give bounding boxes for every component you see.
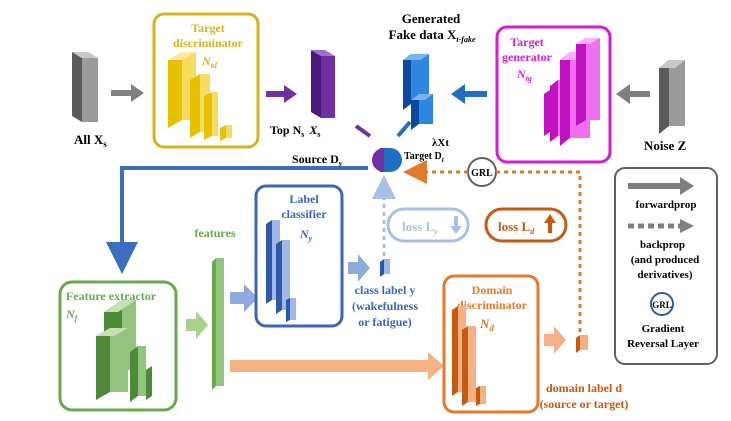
- top-ns-block: [311, 50, 335, 118]
- grl-top-label: GRL: [471, 168, 493, 179]
- loss-ld-up-icon: [544, 214, 556, 233]
- lambda-xt-label: λXt: [432, 137, 449, 149]
- class-label-cube: [380, 259, 390, 277]
- arrow-noise-to-tg: [616, 84, 650, 104]
- legend-forward-arrow: [628, 177, 694, 195]
- label-classifier-layers: [266, 220, 296, 322]
- target-generator-symbol: Ntg: [516, 67, 532, 83]
- arrow-tg-to-generated: [451, 84, 487, 104]
- target-discriminator-symbol: Ntd: [201, 54, 218, 70]
- generated-label-1: Generated: [402, 11, 461, 26]
- target-generator-layers: [544, 38, 600, 146]
- all-xs-label: All Xs: [74, 132, 107, 149]
- domain-discriminator-title-1: Domain: [472, 283, 513, 297]
- backprop-domain-path: [496, 170, 582, 340]
- loss-ly-box: [386, 207, 470, 243]
- target-discriminator-layers: [168, 52, 232, 141]
- legend-backprop-3: derivatives): [638, 269, 693, 281]
- domain-discriminator-symbol: Nd: [479, 316, 494, 333]
- arrow-td-to-topns: [266, 85, 297, 103]
- feature-extractor-symbol: Nf: [65, 307, 79, 323]
- domain-label-cube: [576, 335, 588, 353]
- target-dt-label: Target Dt: [404, 151, 445, 164]
- arrow-features-to-dd: [230, 352, 444, 380]
- connector-topns: [354, 124, 372, 138]
- target-generator-title-1: Target: [510, 35, 544, 49]
- legend-grl-badge-label: GRL: [652, 300, 672, 310]
- loss-ld-label: loss Ld: [498, 219, 535, 236]
- legend-grl-line-2: Reversal Layer: [627, 338, 699, 350]
- target-discriminator-title-2: discriminator: [173, 36, 244, 50]
- feature-extractor-title: Feature extractor: [66, 289, 157, 303]
- class-label-line-1: class label y: [355, 283, 416, 297]
- generated-label-2: Fake data Xt-fake: [389, 27, 476, 44]
- source-ds-label: Source Ds: [292, 152, 342, 168]
- domain-label-line-2: (source or target): [540, 397, 629, 411]
- loss-ly-down-icon: [450, 216, 462, 234]
- label-classifier-title-1: Label: [289, 192, 319, 206]
- legend-grl-badge: [650, 292, 674, 316]
- arrow-dd-to-domain: [544, 326, 566, 354]
- arrow-lc-to-class: [348, 254, 370, 282]
- arrow-all-to-td: [111, 84, 144, 102]
- legend-backprop-2: (and produced: [631, 254, 700, 266]
- arrow-fe-to-features: [186, 311, 208, 339]
- legend-box: [614, 167, 718, 365]
- all-xs-block: [72, 52, 98, 122]
- legend-grl-line-1: Gradient: [642, 323, 685, 335]
- generated-data-block: [403, 54, 433, 130]
- features-bar: [212, 258, 224, 390]
- connector-generated: [396, 120, 412, 138]
- legend-backprop-arrow: [628, 219, 694, 233]
- features-label: features: [194, 226, 235, 240]
- noise-label: Noise Z: [644, 138, 687, 153]
- arrow-features-to-lc: [230, 284, 258, 312]
- class-label-line-3: or fatigue): [358, 315, 411, 329]
- legend-backprop-1: backprop: [640, 239, 685, 251]
- capsule-to-feature-path: [106, 166, 368, 274]
- class-label-line-2: (wakefulness: [352, 299, 418, 313]
- domain-label-line-1: domain label d: [546, 381, 622, 395]
- label-classifier-title-2: classifier: [281, 207, 327, 221]
- source-target-capsule: [372, 148, 402, 172]
- domain-discriminator-layers: [452, 306, 486, 406]
- target-discriminator-title-1: Target: [191, 21, 225, 35]
- domain-discriminator-title-2: discriminator: [457, 298, 528, 312]
- loss-ly-label: loss Ly: [402, 219, 438, 236]
- legend-forwardprop: forwardprop: [636, 199, 697, 211]
- loss-ld-box: [484, 207, 568, 243]
- feature-extractor-layers: [96, 300, 152, 402]
- noise-block: [659, 60, 685, 134]
- label-classifier-symbol: Ny: [299, 227, 313, 243]
- target-generator-title-2: generator: [502, 50, 553, 64]
